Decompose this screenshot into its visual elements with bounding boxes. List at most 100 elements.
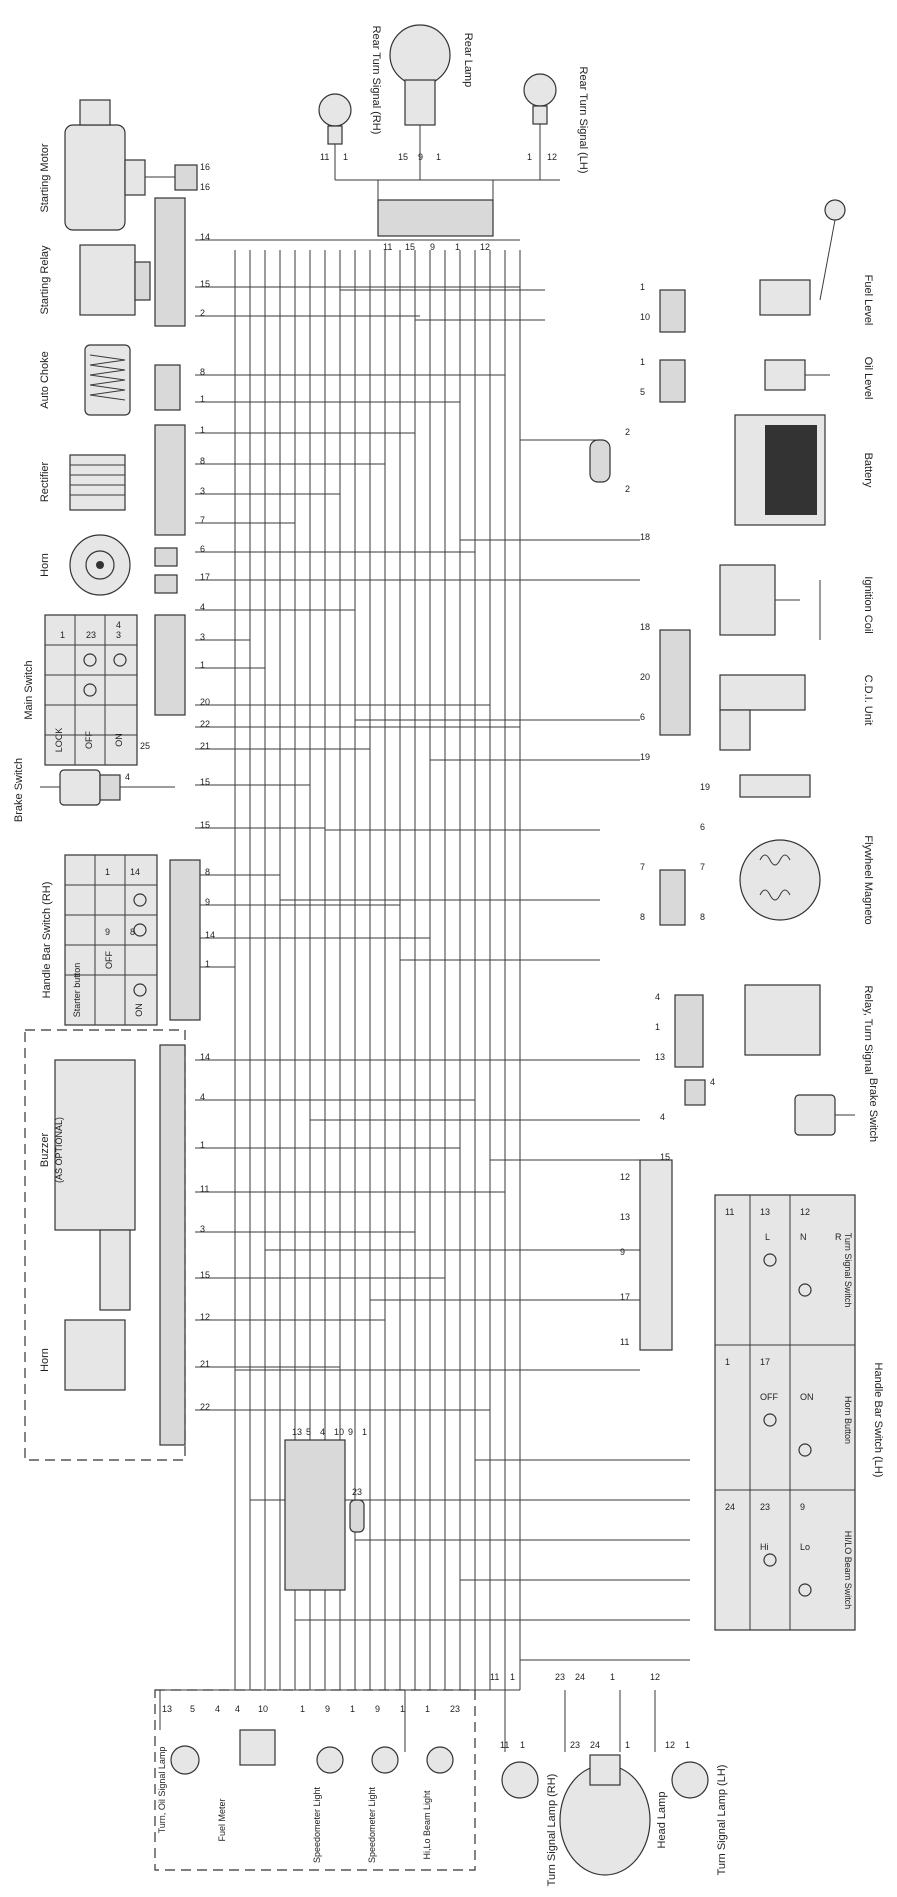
wire-num: 1 xyxy=(625,1740,630,1750)
wire-num: 13 xyxy=(620,1212,630,1222)
buzzer-label: Buzzer xyxy=(39,1133,51,1168)
rear-lamp-label: Rear Lamp xyxy=(462,33,474,87)
main-switch-header-3: 3 xyxy=(116,630,121,640)
wire-num: 9 xyxy=(620,1247,625,1257)
wire-num: 2 xyxy=(200,308,205,318)
main-switch-header-1: 1 xyxy=(60,630,65,640)
wire-num: 11 xyxy=(200,1184,209,1194)
turn-n-label: N xyxy=(800,1232,807,1242)
wire-num: 19 xyxy=(640,752,650,762)
handle-rh-off: OFF xyxy=(104,951,114,969)
wire-num: 23 xyxy=(555,1672,565,1682)
horn-h1: 1 xyxy=(725,1357,730,1367)
left-taps xyxy=(195,239,520,1411)
horn-h17: 17 xyxy=(760,1357,770,1367)
wire-num: 6 xyxy=(640,712,645,722)
wire-num: 1 xyxy=(200,1140,205,1150)
horn-left-label: Horn xyxy=(39,1348,51,1372)
wire-num: 8 xyxy=(200,367,205,377)
brake-switch-right-label: Brake Switch xyxy=(867,1078,879,1142)
wire-num: 11 xyxy=(320,152,329,162)
wire-harness xyxy=(234,250,521,1690)
wire-num: 2 xyxy=(625,484,630,494)
wire-num: 13 xyxy=(655,1052,665,1062)
oil-level: Oil Level xyxy=(659,357,874,403)
wire-num: 11 xyxy=(620,1337,629,1347)
wire-num: 4 xyxy=(320,1427,325,1437)
horn-off-label: OFF xyxy=(760,1392,778,1402)
wire-num: 12 xyxy=(665,1740,675,1750)
turn-h11: 11 xyxy=(725,1207,734,1217)
wire-num: 15 xyxy=(660,1152,670,1162)
speedometer-light-2-label: Speedometer Light xyxy=(367,1786,377,1863)
wire-num: 12 xyxy=(620,1172,630,1182)
wire-num: 7 xyxy=(700,862,705,872)
wire-num: 1 xyxy=(350,1704,355,1714)
wire-num: 9 xyxy=(375,1704,380,1714)
wire-num: 4 xyxy=(660,1112,665,1122)
handle-rh-h8: 8 xyxy=(130,927,135,937)
hilo-lo-label: Lo xyxy=(800,1542,810,1552)
wire-num: 1 xyxy=(527,152,532,162)
handle-rh-h1: 1 xyxy=(105,867,110,877)
hilo-hi-label: Hi xyxy=(760,1542,769,1552)
wire-num: 20 xyxy=(200,697,210,707)
front-lamp-wires xyxy=(159,1689,656,1752)
wire-num: 9 xyxy=(430,242,435,252)
battery: Battery xyxy=(734,414,874,526)
main-switch: LOCK OFF ON Main Switch xyxy=(23,614,186,766)
head-lamp-label: Head Lamp xyxy=(656,1792,668,1849)
wire-num: 7 xyxy=(640,862,645,872)
wire-num: 10 xyxy=(334,1427,344,1437)
wire-num: 9 xyxy=(325,1704,330,1714)
hilo-beam-light-label: Hi,Lo Beam Light xyxy=(422,1790,432,1860)
turn-signal-lamp-rh-label: Turn Signal Lamp (RH) xyxy=(546,1774,558,1887)
rear-connector xyxy=(335,179,540,237)
wire-num: 15 xyxy=(405,242,415,252)
flywheel-magneto-label: Flywheel Magneto xyxy=(862,835,874,924)
wire-num: 11 xyxy=(490,1672,499,1682)
main-switch-header-4: 4 xyxy=(116,620,121,630)
wire-num: 22 xyxy=(200,719,210,729)
hilo-h9: 9 xyxy=(800,1502,805,1512)
wire-num: 18 xyxy=(640,532,650,542)
wire-num: 21 xyxy=(200,1359,210,1369)
brake-switch-top-label: Brake Switch xyxy=(13,758,25,822)
hilo-beam-switch-label: HI/LO Beam Switch xyxy=(843,1531,853,1610)
wire-num: 1 xyxy=(640,282,645,292)
wire-num: 1 xyxy=(655,1022,660,1032)
wire-num: 15 xyxy=(200,777,210,787)
wire-num: 1 xyxy=(610,1672,615,1682)
relay-turn-signal: Relay, Turn Signal xyxy=(674,984,874,1075)
wire-num: 6 xyxy=(200,544,205,554)
wire-num: 9 xyxy=(205,897,210,907)
wire-num: 12 xyxy=(200,1312,210,1322)
wire-num: 7 xyxy=(200,515,205,525)
starting-motor-label: Starting Motor xyxy=(39,143,51,212)
horn-button-label: Horn Button xyxy=(843,1396,853,1444)
wire-num: 1 xyxy=(200,425,205,435)
wire-num: 23 xyxy=(352,1487,362,1497)
turn-r-label: R xyxy=(835,1232,842,1242)
handle-rh-starter-button: Starter button xyxy=(72,963,82,1018)
wire-num: 4 xyxy=(655,992,660,1002)
wire-num: 16 xyxy=(200,182,210,192)
turn-signal-lamp-lh-label: Turn Signal Lamp (LH) xyxy=(716,1765,728,1876)
wire-num: 1 xyxy=(200,394,205,404)
wire-num: 25 xyxy=(140,741,150,751)
wire-num: 5 xyxy=(190,1704,195,1714)
wire-num: 6 xyxy=(700,822,705,832)
main-switch-on: ON xyxy=(114,733,124,747)
wire-num: 8 xyxy=(640,912,645,922)
wire-num: 12 xyxy=(650,1672,660,1682)
cdi-unit: C.D.I. Unit xyxy=(659,629,874,751)
wire-num: 15 xyxy=(200,1270,210,1280)
wire-num: 4 xyxy=(125,772,130,782)
head-lamp: Head Lamp xyxy=(559,1754,668,1876)
wire-num: 13 xyxy=(292,1427,302,1437)
flywheel-magneto: Flywheel Magneto xyxy=(659,774,874,926)
wire-num: 14 xyxy=(205,930,215,940)
wire-num: 5 xyxy=(306,1427,311,1437)
auto-choke: Auto Choke xyxy=(39,344,181,416)
wire-num: 8 xyxy=(205,867,210,877)
